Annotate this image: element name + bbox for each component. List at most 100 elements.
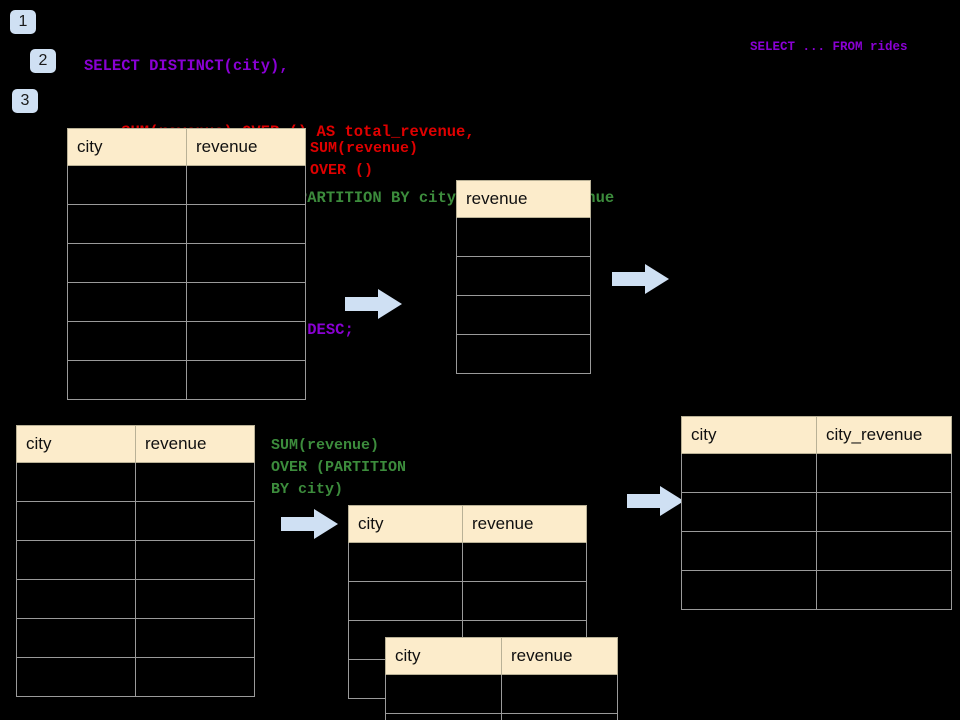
- cell-city: [16, 579, 136, 619]
- table-source-top-body: city revenue: [67, 128, 306, 400]
- cell-revenue: [456, 256, 591, 296]
- cell-city: [16, 501, 136, 541]
- arrow-right-icon: [345, 289, 402, 319]
- cell-city: [67, 165, 187, 205]
- step-badge-1: 1: [10, 10, 36, 34]
- cell-city: [67, 243, 187, 283]
- table-result: city city_revenue: [681, 416, 952, 610]
- table-partition-back: city revenue: [348, 505, 587, 699]
- cell-city: [16, 657, 136, 697]
- cell-revenue: [186, 321, 306, 361]
- cell-revenue: [186, 243, 306, 283]
- table-row: [385, 713, 618, 720]
- cell-revenue: [456, 217, 591, 257]
- cell-revenue: [135, 501, 255, 541]
- table-row: [456, 334, 591, 374]
- step-badge-3: 3: [12, 89, 38, 113]
- table-row: [348, 581, 587, 621]
- table-row: [456, 256, 591, 296]
- table-row: [16, 462, 255, 502]
- table-row: [16, 657, 255, 697]
- column-header-city: city: [681, 416, 817, 454]
- cell-city: [67, 282, 187, 322]
- sql-line-select: SELECT DISTINCT(city),: [84, 57, 289, 75]
- cell-city: [348, 581, 463, 621]
- column-header-revenue: revenue: [135, 425, 255, 463]
- cell-city-revenue: [816, 531, 952, 571]
- table-row: [67, 165, 306, 205]
- table-partition-front: city revenue: [385, 637, 618, 720]
- table-row: [456, 217, 591, 257]
- column-header-revenue: revenue: [501, 637, 618, 675]
- cell-revenue: [501, 713, 618, 720]
- cell-city: [348, 542, 463, 582]
- column-header-revenue: revenue: [456, 180, 591, 218]
- table-row: [67, 282, 306, 322]
- arrow-right-icon: [627, 486, 684, 516]
- table-header-row: city revenue: [385, 637, 618, 675]
- cell-revenue: [135, 657, 255, 697]
- cell-revenue: [135, 618, 255, 658]
- cell-city: [385, 674, 502, 714]
- table-row: [456, 295, 591, 335]
- column-header-city: city: [67, 128, 187, 166]
- annotation-city-revenue: SUM(revenue) OVER (PARTITION BY city): [271, 437, 407, 498]
- table-row: [67, 321, 306, 361]
- column-header-city: city: [385, 637, 502, 675]
- cell-city: [67, 321, 187, 361]
- table-row: [681, 492, 952, 532]
- cell-city: [16, 540, 136, 580]
- table-partition-front-body: city revenue: [385, 637, 618, 720]
- cell-city-revenue: [816, 492, 952, 532]
- table-row: [16, 501, 255, 541]
- cell-revenue: [462, 581, 587, 621]
- cell-revenue: [135, 462, 255, 502]
- table-row: [385, 674, 618, 714]
- cell-city: [67, 204, 187, 244]
- table-row: [16, 540, 255, 580]
- cell-revenue: [456, 334, 591, 374]
- cell-revenue: [186, 360, 306, 400]
- cell-city-revenue: [816, 453, 952, 493]
- cell-city-revenue: [816, 570, 952, 610]
- annotation-total-revenue: SUM(revenue) OVER (): [310, 140, 419, 179]
- table-row: [67, 204, 306, 244]
- cell-revenue: [456, 295, 591, 335]
- column-header-city-revenue: city_revenue: [816, 416, 952, 454]
- table-source-bottom-body: city revenue: [16, 425, 255, 697]
- select-from-caption: SELECT ... FROM rides: [750, 40, 908, 54]
- table-row: [348, 542, 587, 582]
- arrow-right-icon: [612, 264, 669, 294]
- table-source-top: city revenue: [67, 128, 306, 400]
- column-header-city: city: [348, 505, 463, 543]
- column-header-revenue: revenue: [462, 505, 587, 543]
- arrow-right-icon: [281, 509, 338, 539]
- table-header-row: city revenue: [348, 505, 587, 543]
- cell-revenue: [135, 579, 255, 619]
- cell-city: [681, 531, 817, 571]
- table-row: [16, 579, 255, 619]
- cell-revenue: [501, 674, 618, 714]
- cell-revenue: [135, 540, 255, 580]
- column-header-revenue: revenue: [186, 128, 306, 166]
- table-partition-back-body: city revenue: [348, 505, 587, 699]
- step-badge-2: 2: [30, 49, 56, 73]
- cell-revenue: [186, 282, 306, 322]
- table-row: [67, 360, 306, 400]
- table-total-revenue-body: revenue: [456, 180, 591, 374]
- cell-revenue: [186, 165, 306, 205]
- table-row: [681, 531, 952, 571]
- table-row: [16, 618, 255, 658]
- cell-city: [681, 570, 817, 610]
- table-header-row: city revenue: [16, 425, 255, 463]
- cell-city: [16, 618, 136, 658]
- cell-city: [385, 713, 502, 720]
- table-row: [67, 243, 306, 283]
- table-header-row: city city_revenue: [681, 416, 952, 454]
- table-result-body: city city_revenue: [681, 416, 952, 610]
- table-header-row: revenue: [456, 180, 591, 218]
- cell-city: [16, 462, 136, 502]
- table-row: [681, 570, 952, 610]
- cell-city: [681, 453, 817, 493]
